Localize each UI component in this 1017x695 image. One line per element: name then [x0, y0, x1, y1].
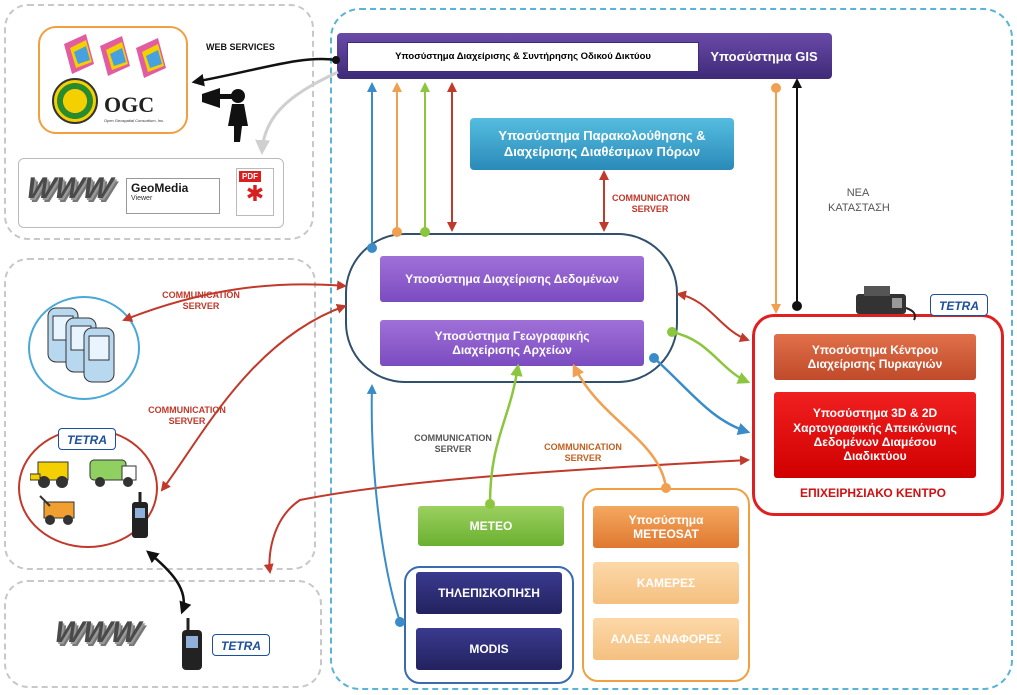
- tetra-logo-left: TETRA: [58, 428, 116, 450]
- fire-center-subsystem: Υποσύστημα Κέντρου Διαχείρισης Πυρκαγιών: [774, 334, 976, 380]
- tetra-logo-right: TETRA: [930, 294, 988, 316]
- other-reports-box: ΑΛΛΕΣ ΑΝΑΦΟΡΕΣ: [593, 618, 739, 660]
- loader-icon: [30, 461, 69, 488]
- road-network-subsystem: Υποσύστημα Διαχείρισης & Συντήρησης Οδικ…: [347, 42, 699, 72]
- www-logo-bottom: WWW: [51, 616, 143, 649]
- www-bottom-group: [4, 580, 322, 688]
- pda-icon: [83, 327, 115, 383]
- remote-sensing-box: ΤΗΛΕΠΙΣΚΟΠΗΣΗ: [416, 572, 562, 614]
- meteosat-subsystem: Υποσύστημα METEOSAT: [593, 506, 739, 548]
- geo-files-subsystem: Υποσύστημα Γεωγραφικής Διαχείρισης Αρχεί…: [380, 320, 644, 366]
- handheld-radio-icon: [132, 492, 148, 538]
- web-services-label: WEB SERVICES: [206, 42, 275, 52]
- megaphone-person-icon: [202, 88, 248, 142]
- data-management-subsystem: Υποσύστημα Διαχείρισης Δεδομένων: [380, 256, 644, 302]
- modis-box: MODIS: [416, 628, 562, 670]
- geomedia-subtitle: Viewer: [131, 195, 153, 202]
- gis-map-icon: [100, 36, 130, 76]
- ogc-text: OGC: [104, 92, 155, 117]
- mobile-radio-icon: [182, 618, 202, 670]
- gis-subsystem: Υποσύστημα GIS: [710, 49, 818, 65]
- operations-center-label: ΕΠΙΧΕΙΡΗΣΙΑΚΟ ΚΕΝΤΡΟ: [799, 486, 946, 500]
- comm-server-orange-label: COMMUNICATION SERVER: [544, 442, 622, 464]
- gis-map-icons: [64, 34, 166, 78]
- geomedia-logo: GeoMedia Viewer: [126, 178, 220, 214]
- comm-server-left-2-label: COMMUNICATION SERVER: [148, 405, 226, 427]
- pdf-icon: PDF ✱: [236, 168, 274, 216]
- ogc-logo: [52, 78, 98, 124]
- new-status-label: ΝΕΑ ΚΑΤΑΣΤΑΣΗ: [828, 187, 890, 215]
- comm-server-top-label: COMMUNICATION SERVER: [612, 193, 690, 215]
- truck-icon: [89, 459, 137, 487]
- geomedia-title: GeoMedia: [131, 181, 189, 195]
- meteo-box: METEO: [418, 506, 564, 546]
- pdf-badge: PDF: [239, 171, 261, 182]
- vehicles-icons: [30, 459, 148, 538]
- gis-map-icon: [136, 38, 166, 78]
- pda-devices-icon: [47, 307, 115, 383]
- radio-base-icon: [856, 286, 916, 321]
- tetra-logo-bottom: TETRA: [212, 634, 270, 656]
- cartography-subsystem: Υποσύστημα 3D & 2D Χαρτογραφικής Απεικόν…: [774, 392, 976, 478]
- gis-map-icon: [64, 34, 94, 74]
- resources-subsystem: Υποσύστημα Παρακολούθησης & Διαχείρισης …: [470, 118, 734, 170]
- comm-server-green-label: COMMUNICATION SERVER: [414, 433, 492, 455]
- acrobat-glyph: ✱: [245, 181, 265, 206]
- www-logo: WWW: [23, 172, 115, 205]
- ogc-caption: Open Geospatial Consortium, Inc.: [104, 118, 165, 123]
- cameras-box: ΚΑΜΕΡΕΣ: [593, 562, 739, 604]
- tow-truck-icon: [39, 495, 75, 525]
- comm-server-left-1-label: COMMUNICATION SERVER: [162, 290, 240, 312]
